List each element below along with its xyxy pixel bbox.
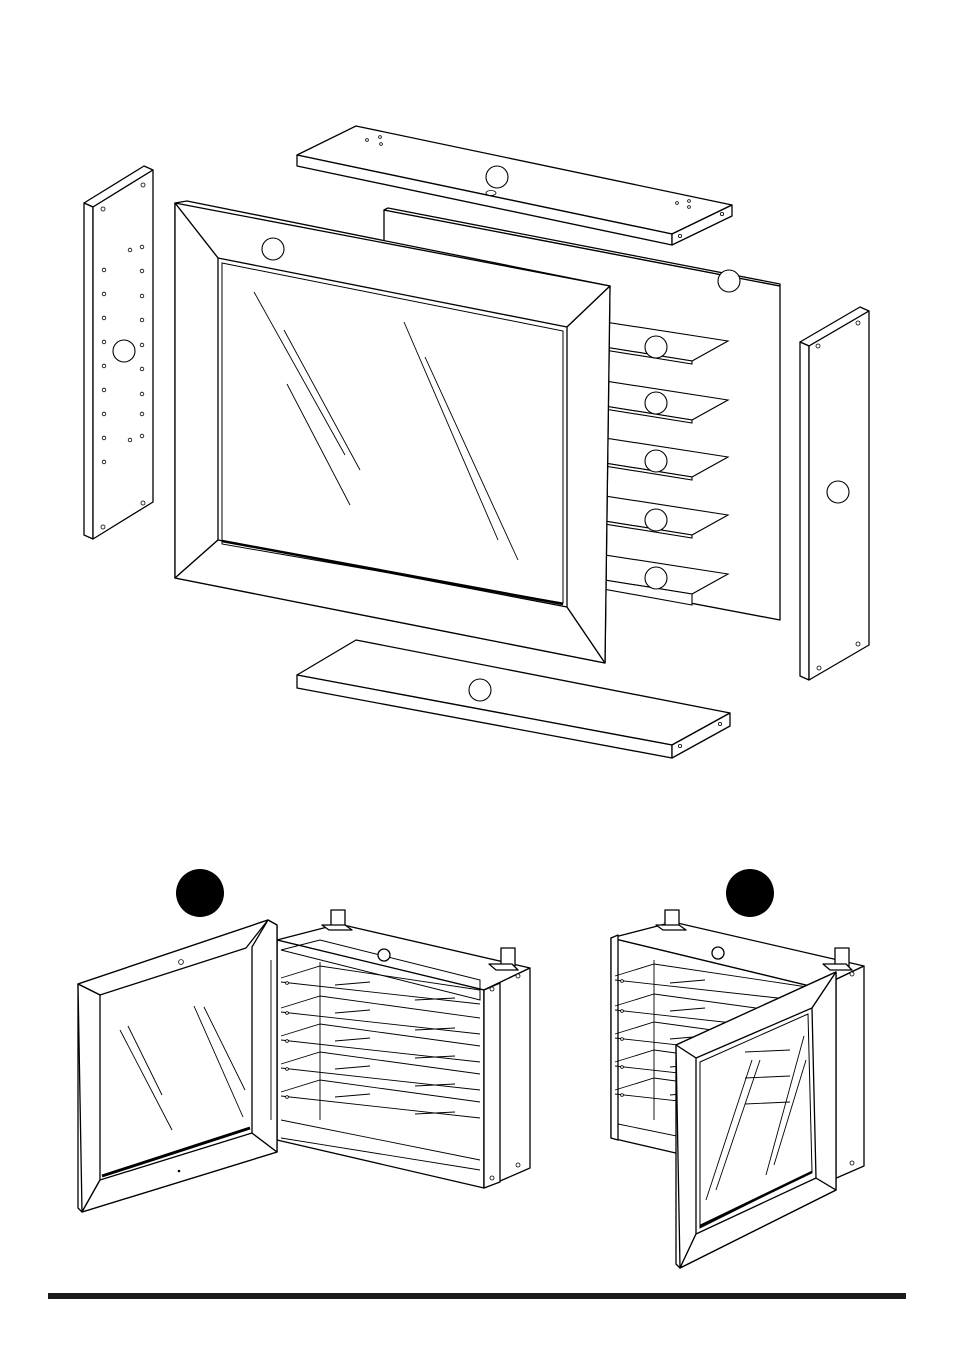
exploded-view (84, 126, 869, 758)
step-badge-1 (176, 869, 224, 917)
open-door-1 (78, 920, 277, 1212)
bottom-panel (297, 640, 730, 758)
assembled-view-left (78, 869, 530, 1212)
cabinet-body-1 (277, 910, 530, 1188)
top-panel (297, 126, 732, 245)
assembled-view-right (611, 869, 864, 1268)
callout-top-panel (486, 166, 508, 188)
left-side-panel (84, 166, 153, 539)
callout-bottom-panel (469, 679, 491, 701)
callout-left-side (113, 340, 135, 362)
callout-back-panel (718, 270, 740, 292)
step-badge-2 (726, 869, 774, 917)
callout-door (262, 238, 284, 260)
callout-right-side (827, 481, 849, 503)
right-side-panel (800, 307, 869, 680)
footer-rule (48, 1293, 906, 1299)
